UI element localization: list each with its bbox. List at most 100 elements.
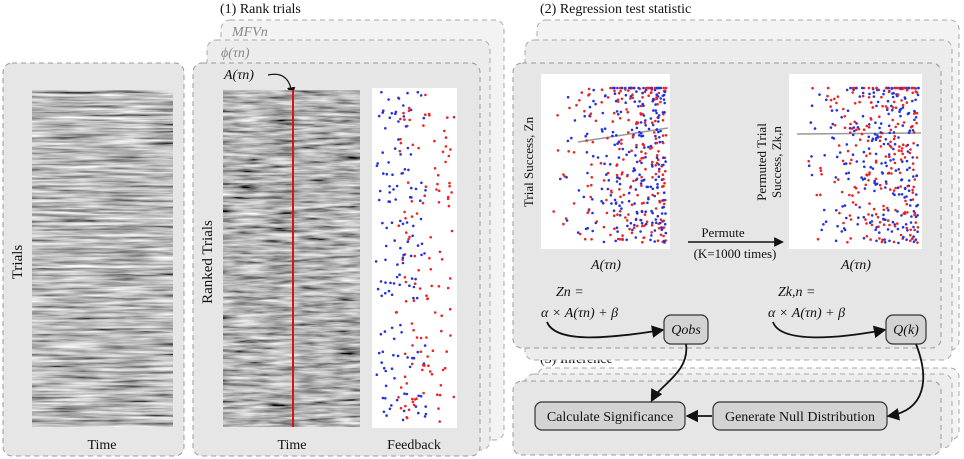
- permuted-scatter-point: [838, 211, 841, 215]
- permuted-scatter-point: [889, 140, 892, 144]
- feedback-dot: [412, 224, 415, 228]
- permuted-scatter-point: [853, 102, 857, 105]
- observed-scatter-point: [627, 191, 631, 195]
- section-title-rank: (1) Rank trials: [220, 2, 301, 17]
- permuted-scatter-point: [882, 213, 885, 217]
- observed-scatter-point: [642, 201, 645, 205]
- stack-label-phi: ϕ(τn): [221, 46, 250, 61]
- observed-scatter-point: [655, 128, 658, 131]
- permuted-scatter-point: [911, 91, 914, 95]
- feedback-dot: [409, 108, 413, 112]
- feedback-dot: [384, 281, 387, 284]
- permuted-scatter-point: [886, 142, 890, 146]
- raw-trials-ylabel: Trials: [10, 245, 26, 280]
- scatter-plot-observed: [541, 74, 670, 249]
- observed-scatter-point: [614, 239, 617, 243]
- feedback-dot: [389, 281, 392, 285]
- permuted-scatter-point: [846, 109, 850, 112]
- permuted-scatter-point: [876, 134, 879, 137]
- permuted-scatter-point: [843, 115, 847, 118]
- permuted-scatter-point: [879, 145, 883, 148]
- permuted-scatter-point: [885, 182, 888, 185]
- permuted-scatter-point: [845, 88, 849, 92]
- permuted-scatter-point: [892, 147, 895, 151]
- feedback-dot: [438, 250, 442, 254]
- observed-scatter-point: [635, 160, 639, 164]
- observed-scatter-point: [611, 134, 614, 138]
- observed-scatter-point: [654, 134, 657, 138]
- qobs-to-significance-arrow: [650, 343, 688, 403]
- observed-scatter-point: [657, 114, 661, 117]
- permuted-scatter-point: [869, 238, 872, 241]
- permuted-scatter-point: [880, 95, 883, 99]
- feedback-dot: [410, 277, 414, 280]
- observed-scatter-point: [649, 117, 653, 120]
- observed-scatter-point: [580, 91, 584, 94]
- observed-scatter-point: [586, 171, 589, 175]
- permuted-scatter-point: [865, 124, 869, 128]
- observed-scatter-point: [586, 211, 589, 215]
- permuted-scatter-point: [895, 86, 899, 90]
- q-k-label: Q(k): [893, 323, 919, 338]
- feedback-dot: [430, 372, 434, 376]
- observed-scatter-point: [635, 90, 638, 93]
- observed-scatter-point: [658, 86, 661, 90]
- observed-scatter-point: [633, 202, 636, 205]
- permuted-scatter-point: [848, 162, 852, 165]
- permuted-scatter-point: [824, 220, 828, 223]
- observed-scatter-point: [662, 239, 666, 243]
- permuted-scatter-point: [916, 214, 919, 217]
- feedback-dot: [393, 147, 397, 150]
- feedback-dot: [452, 395, 456, 399]
- permuted-scatter-point: [873, 132, 877, 136]
- observed-scatter-point: [616, 142, 619, 145]
- feedback-dot: [385, 414, 388, 417]
- permuted-scatter-point: [870, 223, 874, 227]
- observed-scatter-point: [627, 118, 630, 122]
- observed-scatter-point: [662, 234, 665, 238]
- feedback-dot: [397, 396, 400, 399]
- observed-scatter-point: [657, 170, 661, 173]
- observed-scatter-point: [650, 121, 654, 124]
- permuted-scatter-point: [862, 128, 866, 131]
- feedback-dot: [446, 195, 450, 199]
- permuted-scatter-point: [855, 160, 859, 163]
- permuted-scatter-point: [841, 205, 844, 208]
- observed-scatter-point: [617, 140, 621, 143]
- observed-scatter-point: [611, 130, 615, 134]
- permuted-scatter-point: [835, 109, 839, 112]
- feedback-dot: [419, 94, 423, 97]
- observed-scatter-point: [620, 97, 624, 101]
- permuted-scatter-point: [851, 153, 855, 156]
- observed-scatter-point: [618, 214, 622, 217]
- feedback-dot: [377, 198, 381, 202]
- observed-scatter-point: [615, 110, 619, 113]
- feedback-dot: [417, 411, 420, 415]
- feedback-dot: [452, 115, 456, 119]
- feedback-xlabel: Feedback: [387, 438, 441, 453]
- observed-scatter-point: [605, 173, 608, 176]
- eq-observed-line2: α × A(τn) + β: [541, 306, 618, 321]
- observed-scatter-point: [618, 238, 622, 241]
- observed-scatter-point: [655, 96, 658, 99]
- permuted-scatter-point: [848, 214, 852, 217]
- permuted-scatter-point: [913, 118, 916, 122]
- permuted-scatter-point: [908, 129, 912, 132]
- feedback-dot: [410, 322, 414, 325]
- permuted-scatter-point: [832, 137, 836, 140]
- permuted-scatter-point: [882, 204, 885, 208]
- observed-scatter-point: [592, 99, 595, 103]
- feedback-dot: [393, 377, 396, 380]
- observed-scatter-point: [664, 134, 668, 137]
- observed-scatter-point: [661, 141, 665, 145]
- observed-scatter-point: [650, 146, 654, 149]
- permuted-scatter-point: [825, 98, 828, 102]
- observed-scatter-point: [625, 238, 628, 242]
- permuted-scatter-point: [843, 126, 847, 130]
- feedback-dot: [403, 276, 407, 279]
- feedback-dot: [426, 297, 430, 300]
- observed-scatter-point: [556, 114, 559, 117]
- permuted-scatter-point: [866, 173, 869, 177]
- permuted-scatter-point: [863, 165, 866, 169]
- feedback-dot: [423, 415, 427, 418]
